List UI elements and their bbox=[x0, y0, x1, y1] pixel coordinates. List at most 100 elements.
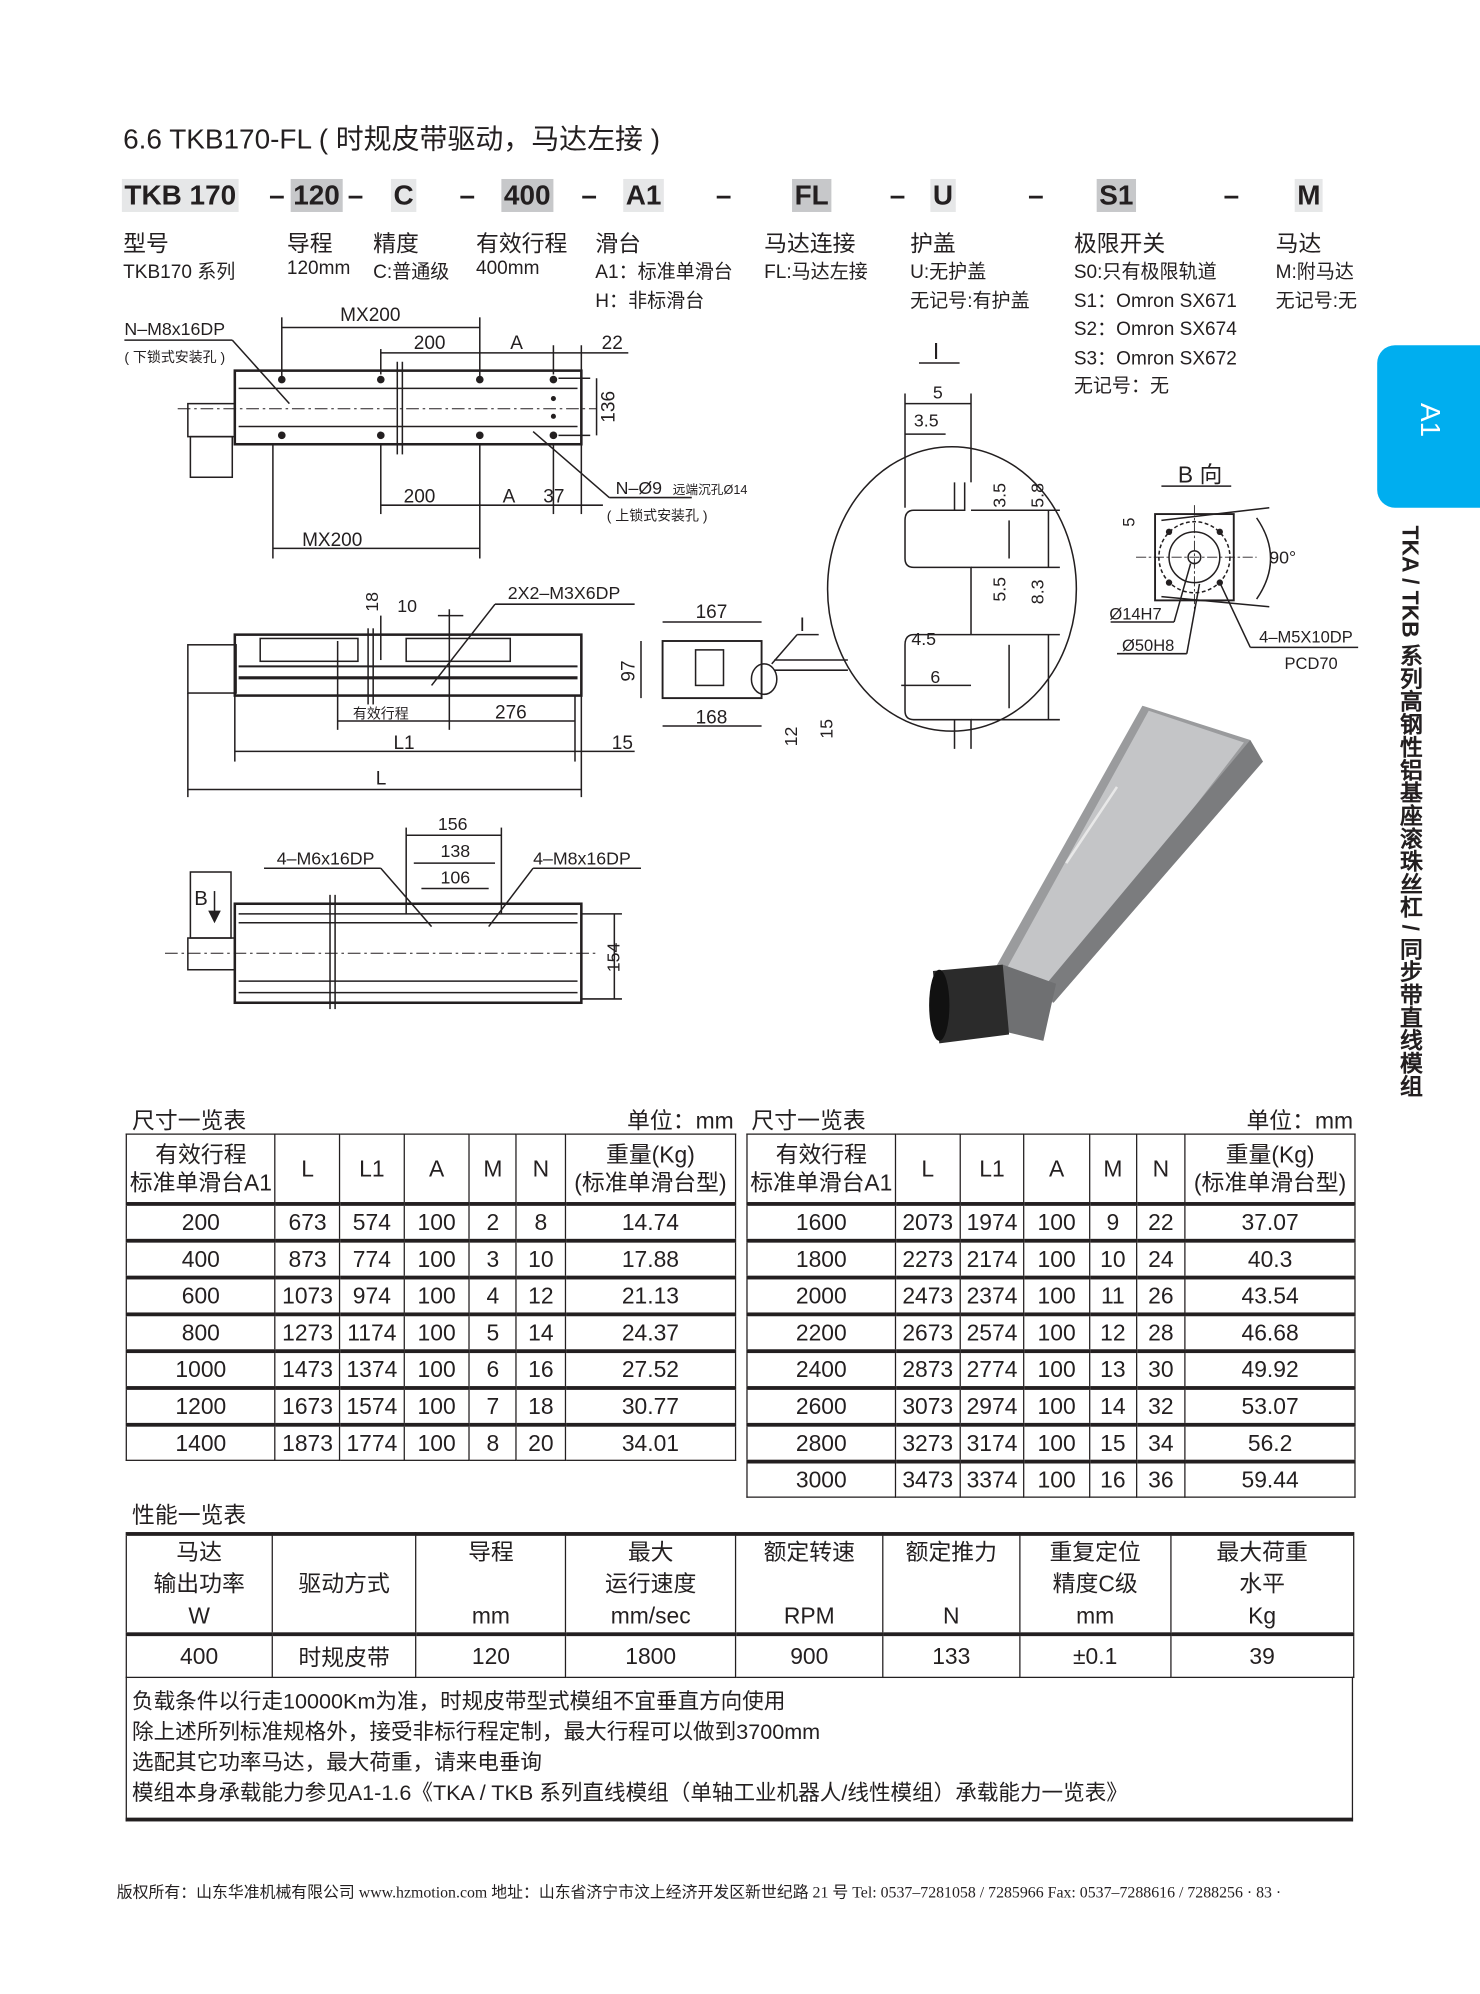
table-cell: 12 bbox=[1088, 1312, 1138, 1352]
dim-a-bottom: A bbox=[503, 487, 516, 508]
dim-15: 15 bbox=[612, 733, 633, 754]
table-cell: 4 bbox=[468, 1275, 518, 1315]
table-cell: 3 bbox=[468, 1238, 518, 1279]
table-cell: 11 bbox=[1088, 1275, 1138, 1315]
table-cell: 1073 bbox=[274, 1275, 341, 1315]
code-dash: – bbox=[459, 178, 476, 211]
column-header: 重量(Kg)(标准单滑台型) bbox=[1184, 1133, 1356, 1205]
code-dash: – bbox=[715, 178, 732, 211]
dim-mx200-top: MX200 bbox=[340, 305, 400, 326]
hole-label-upper: N–Ø9 bbox=[616, 478, 663, 498]
detail-title: I bbox=[933, 338, 939, 364]
field-option: M:附马达 bbox=[1275, 261, 1354, 284]
table-cell: 100 bbox=[1023, 1275, 1090, 1315]
table-cell: 2600 bbox=[746, 1386, 897, 1426]
table-cell: 46.68 bbox=[1184, 1312, 1356, 1352]
table-cell: 28 bbox=[1135, 1312, 1186, 1352]
dim-200-bottom: 200 bbox=[404, 487, 436, 508]
dim-6: 6 bbox=[930, 667, 940, 687]
table-cell: 100 bbox=[403, 1238, 470, 1279]
dim-22: 22 bbox=[602, 333, 623, 354]
table-cell: 900 bbox=[735, 1632, 884, 1679]
dim-37: 37 bbox=[543, 487, 564, 508]
dim-156: 156 bbox=[438, 814, 468, 834]
field-option: H：非标滑台 bbox=[595, 290, 705, 312]
dim-table-unit-left: 单位：mm bbox=[627, 1108, 734, 1134]
field-label: 护盖 bbox=[910, 231, 956, 257]
table-cell: 873 bbox=[274, 1238, 341, 1279]
table-cell: 100 bbox=[1023, 1202, 1090, 1242]
column-header: 额定推力 N bbox=[882, 1533, 1021, 1635]
top-view-drawing: MX200 200 A 22 N–M8x16DP ( 下锁式安装孔 ) 136 … bbox=[124, 305, 747, 559]
table-cell: 8 bbox=[515, 1202, 566, 1242]
table-cell: 20 bbox=[515, 1422, 566, 1461]
column-header: 驱动方式 bbox=[271, 1533, 417, 1635]
dim-mx200-bottom: MX200 bbox=[302, 530, 362, 551]
field-option: S0:只有极限轨道 bbox=[1073, 261, 1217, 284]
table-cell: 34 bbox=[1135, 1422, 1186, 1463]
code-lead: 120 bbox=[290, 178, 343, 212]
code-dash: – bbox=[889, 178, 906, 211]
table-cell: 100 bbox=[403, 1422, 470, 1461]
dim-l1: L1 bbox=[393, 733, 414, 754]
hole-note-upper: ( 上锁式安装孔 ) bbox=[607, 507, 708, 523]
front-view-drawing: 18 10 2X2–M3X6DP 有效行程 276 L1 15 L bbox=[187, 583, 635, 798]
table-cell: 37.07 bbox=[1184, 1202, 1356, 1242]
code-slide: A1 bbox=[623, 178, 665, 212]
table-cell: 1800 bbox=[565, 1632, 737, 1679]
table-cell: 30.77 bbox=[564, 1386, 737, 1426]
field-option: C:普通级 bbox=[373, 261, 450, 284]
field-option: A1：标准单滑台 bbox=[595, 261, 733, 284]
table-cell: 10 bbox=[515, 1238, 566, 1279]
series-title-vertical: TKA / TKB 系列高钢性铝基座滚珠丝杠 / 同步带直线模组 bbox=[1397, 525, 1423, 1098]
end-view-drawing: 167 97 168 I 12 15 bbox=[619, 602, 848, 746]
table-cell: 34.01 bbox=[564, 1422, 737, 1461]
table-cell: 1273 bbox=[274, 1312, 341, 1352]
table-cell: 2073 bbox=[894, 1202, 961, 1242]
table-cell: 26 bbox=[1135, 1275, 1186, 1315]
table-cell: 673 bbox=[274, 1202, 341, 1242]
page-footer: 版权所有：山东华准机械有限公司 www.hzmotion.com 地址：山东省济… bbox=[116, 1883, 1282, 1902]
table-cell: 2673 bbox=[894, 1312, 961, 1352]
field-option: S2：Omron SX674 bbox=[1073, 318, 1237, 341]
table-cell: 1200 bbox=[125, 1386, 277, 1426]
dim-shaft-dia: Ø14H7 bbox=[1109, 605, 1161, 623]
dim-18: 18 bbox=[362, 592, 382, 612]
screw-label-m6: 4–M6x16DP bbox=[277, 848, 375, 868]
column-header: M bbox=[1088, 1133, 1138, 1205]
column-header: N bbox=[1135, 1133, 1186, 1205]
table-cell: 22 bbox=[1135, 1202, 1186, 1242]
table-cell: 6 bbox=[468, 1349, 518, 1389]
table-cell: 56.2 bbox=[1184, 1422, 1356, 1463]
code-precision: C bbox=[390, 178, 417, 212]
table-cell: 120 bbox=[415, 1632, 567, 1679]
dim-table-title-left: 尺寸一览表 bbox=[132, 1108, 247, 1134]
perf-table-title: 性能一览表 bbox=[132, 1502, 247, 1529]
table-cell: 12 bbox=[515, 1275, 566, 1315]
section-tab[interactable]: A1 bbox=[1377, 345, 1480, 508]
view-b-marker: B bbox=[194, 888, 208, 910]
code-limit-switch: S1 bbox=[1096, 178, 1136, 212]
table-cell: 15 bbox=[1088, 1422, 1138, 1463]
field-label: 有效行程 bbox=[475, 231, 568, 257]
table-cell: 1974 bbox=[959, 1202, 1025, 1242]
table-cell: 100 bbox=[1023, 1422, 1090, 1463]
table-cell: 8 bbox=[468, 1422, 518, 1461]
column-header: L1 bbox=[339, 1133, 405, 1205]
field-label: 马达连接 bbox=[764, 231, 856, 257]
field-label: 马达 bbox=[1275, 231, 1322, 257]
table-cell: 2000 bbox=[746, 1275, 897, 1315]
table-cell: 59.44 bbox=[1184, 1459, 1356, 1498]
code-stroke: 400 bbox=[501, 178, 554, 212]
code-motor: M bbox=[1294, 178, 1324, 212]
table-cell: 100 bbox=[403, 1386, 470, 1426]
detail-i-drawing: I 5 3.5 3.5 5.8 5.5 8.3 4.5 6 bbox=[826, 338, 1078, 749]
